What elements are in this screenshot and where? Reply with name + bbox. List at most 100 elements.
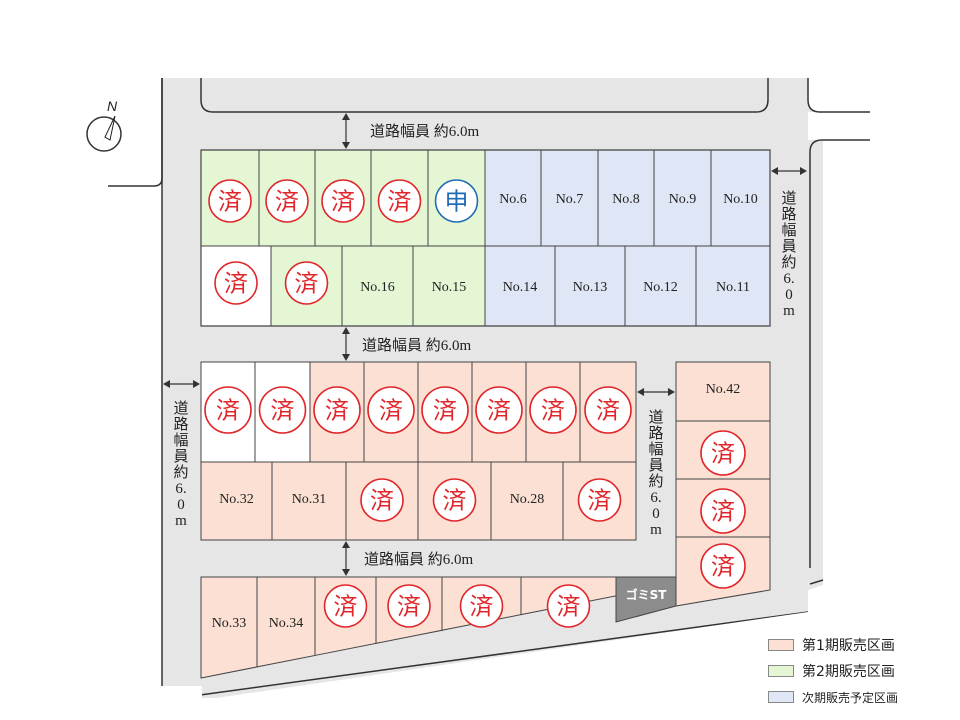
sold-stamp-icon: 済 [313, 386, 361, 434]
svg-text:道: 道 [173, 400, 188, 417]
sold-stamp-icon: 済 [387, 584, 431, 628]
svg-text:6.: 6. [650, 490, 661, 506]
svg-text:済: 済 [443, 487, 467, 515]
sold-stamp-icon: 済 [700, 543, 746, 589]
sold-stamp-icon: 済 [377, 179, 422, 223]
lot-b2-5[interactable]: No.28 [490, 461, 564, 541]
sold-stamp-icon: 済 [577, 478, 622, 522]
svg-text:済: 済 [331, 188, 355, 216]
lot-a1-8[interactable]: No.8 [597, 149, 655, 247]
legend-swatch-phase2 [768, 665, 794, 677]
svg-text:道: 道 [648, 409, 663, 426]
legend-text-phase2: 第2期販売区画 [802, 664, 895, 680]
lot-number: No.32 [219, 492, 254, 507]
garbage-station-label: ゴミST [626, 587, 668, 602]
sold-stamp-icon: 済 [284, 261, 329, 305]
lot-number: No.7 [556, 192, 584, 207]
road-label-bottom: 道路幅員 約6.0m [364, 551, 474, 568]
legend-item-phase2: 第2期販売区画 [768, 658, 958, 684]
lot-a1-7[interactable]: No.7 [540, 149, 599, 247]
legend-swatch-next [768, 691, 794, 703]
lot-b2-2[interactable]: No.31 [271, 461, 347, 541]
svg-text:0: 0 [652, 506, 660, 522]
road-label-middle: 道路幅員 約6.0m [362, 337, 472, 354]
garbage-station: ゴミST [615, 576, 677, 623]
svg-text:済: 済 [388, 188, 412, 216]
sold-stamp-icon: 済 [367, 386, 415, 434]
lot-number: No.12 [643, 280, 678, 295]
lot-number: No.10 [723, 192, 758, 207]
svg-text:6.: 6. [783, 271, 794, 287]
svg-text:員: 員 [648, 458, 663, 474]
legend-item-phase1: 第1期販売区画 [768, 632, 958, 658]
svg-text:済: 済 [470, 593, 494, 621]
sold-stamp-icon: 済 [323, 584, 368, 628]
lot-number: No.8 [612, 192, 640, 207]
lot-a1-9[interactable]: No.9 [653, 149, 712, 247]
sold-stamp-icon: 済 [204, 386, 252, 434]
svg-text:m: m [175, 513, 187, 529]
lot-a1-6[interactable]: No.6 [484, 149, 542, 247]
sold-stamp-icon: 済 [432, 478, 477, 522]
svg-text:0: 0 [785, 287, 793, 303]
sold-stamp-icon: 済 [700, 430, 746, 476]
lot-c-1[interactable]: No.42 [675, 361, 771, 422]
svg-text:済: 済 [557, 593, 581, 621]
lot-a2-7[interactable]: No.12 [624, 245, 697, 327]
svg-text:路: 路 [781, 206, 796, 223]
north-arrow-icon: N [86, 98, 122, 152]
svg-text:路: 路 [648, 425, 663, 442]
lot-a2-3[interactable]: No.16 [341, 245, 414, 327]
svg-text:済: 済 [334, 593, 358, 621]
svg-text:幅: 幅 [648, 441, 663, 458]
road-width-arrows [163, 113, 807, 576]
lot-number: No.42 [706, 382, 741, 397]
svg-text:済: 済 [541, 397, 565, 425]
svg-text:済: 済 [711, 498, 735, 526]
lot-number: No.31 [292, 492, 327, 507]
lot-d-2[interactable]: No.34 [256, 576, 316, 668]
svg-text:員: 員 [781, 239, 796, 255]
legend-item-next: 次期販売予定区画 [768, 684, 958, 710]
svg-text:道: 道 [781, 190, 796, 207]
lot-number: No.13 [573, 280, 608, 295]
sold-stamp-icon: 済 [546, 584, 591, 628]
lot-b2-1[interactable]: No.32 [200, 461, 273, 541]
svg-text:済: 済 [596, 397, 620, 425]
sold-stamp-icon: 済 [214, 261, 258, 305]
lot-a1-10[interactable]: No.10 [710, 149, 771, 247]
legend-text-next: 次期販売予定区画 [802, 690, 899, 705]
svg-text:済: 済 [271, 397, 295, 425]
sold-stamp-icon: 済 [700, 488, 746, 534]
svg-text:済: 済 [218, 188, 242, 216]
lot-number: No.6 [499, 192, 527, 207]
lot-number: No.11 [716, 280, 750, 295]
svg-text:済: 済 [711, 440, 735, 468]
lot-a2-4[interactable]: No.15 [412, 245, 486, 327]
lot-d-1[interactable]: No.33 [200, 576, 258, 679]
sold-stamp-icon: 済 [584, 386, 632, 434]
svg-text:幅: 幅 [781, 222, 796, 239]
lot-a2-5[interactable]: No.14 [484, 245, 556, 327]
svg-text:申: 申 [445, 188, 469, 216]
svg-text:路: 路 [173, 416, 188, 433]
sold-stamp-icon: 済 [258, 386, 307, 434]
lot-number: No.16 [360, 280, 395, 295]
svg-text:済: 済 [379, 397, 403, 425]
legend: 第1期販売区画 第2期販売区画 次期販売予定区画 [768, 632, 958, 710]
sold-stamp-icon: 済 [321, 179, 365, 223]
lot-a2-6[interactable]: No.13 [554, 245, 626, 327]
svg-text:済: 済 [370, 487, 394, 515]
sold-stamp-icon: 済 [529, 386, 577, 434]
applied-stamp-icon: 申 [434, 179, 479, 223]
north-label: N [107, 98, 118, 114]
svg-text:約: 約 [173, 464, 188, 481]
svg-text:員: 員 [173, 449, 188, 465]
svg-text:幅: 幅 [173, 432, 188, 449]
lot-a2-8[interactable]: No.11 [695, 245, 771, 327]
svg-text:済: 済 [588, 487, 612, 515]
svg-text:済: 済 [487, 397, 511, 425]
